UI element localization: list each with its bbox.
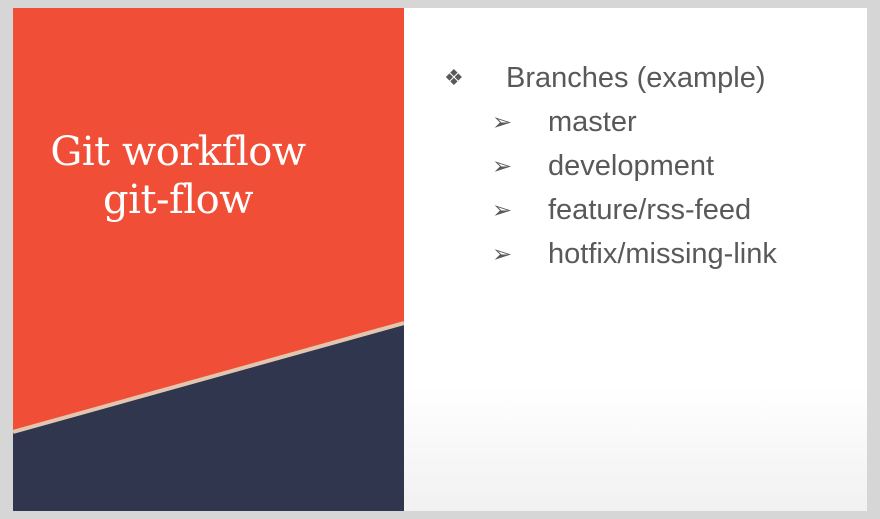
navy-wedge — [13, 323, 404, 511]
sub-bullet-text: development — [548, 149, 715, 182]
bullet-text: Branches (example) — [506, 61, 766, 94]
slide-title: Git workflow git-flow — [13, 128, 343, 224]
diamond-bullet-icon: ❖ — [444, 65, 464, 90]
arrowhead-bullet-icon: ➢ — [492, 240, 513, 268]
sub-bullet-hotfix: ➢ hotfix/missing-link — [492, 232, 777, 276]
bullet-list: ❖ Branches (example) ➢ master ➢ developm… — [444, 56, 777, 276]
arrowhead-bullet-icon: ➢ — [492, 152, 513, 180]
sub-bullet-feature: ➢ feature/rss-feed — [492, 188, 777, 232]
title-panel: Git workflow git-flow — [13, 8, 404, 511]
content-panel: ❖ Branches (example) ➢ master ➢ developm… — [404, 8, 867, 511]
arrowhead-bullet-icon: ➢ — [492, 108, 513, 136]
sub-bullet-text: feature/rss-feed — [548, 193, 752, 226]
diagonal-stripe — [13, 321, 404, 434]
sub-bullet-development: ➢ development — [492, 144, 777, 188]
slide: Git workflow git-flow ❖ Branches (exampl… — [13, 8, 867, 511]
sub-bullet-master: ➢ master — [492, 100, 777, 144]
arrowhead-bullet-icon: ➢ — [492, 196, 513, 224]
sub-bullet-text: hotfix/missing-link — [548, 237, 777, 270]
slide-title-line-2: git-flow — [103, 177, 253, 223]
sub-bullet-text: master — [548, 105, 637, 138]
title-panel-background — [13, 8, 404, 511]
bullet-branches: ❖ Branches (example) — [444, 56, 777, 100]
slide-title-line-1: Git workflow — [50, 129, 306, 175]
